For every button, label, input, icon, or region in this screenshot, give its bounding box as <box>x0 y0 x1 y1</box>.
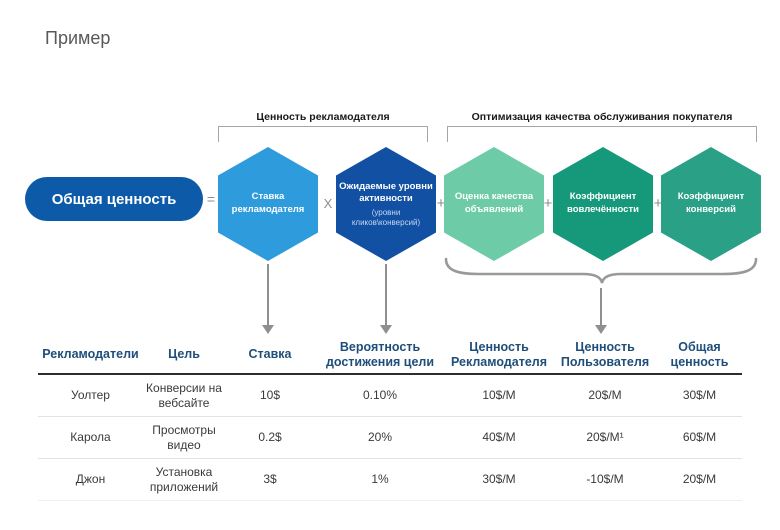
arrow-head <box>262 325 274 334</box>
arrow-head <box>595 325 607 334</box>
cell-user-value: -10$/M <box>586 472 624 486</box>
hexagon-expected-activity: Ожидаемые уровни активности (уровни клик… <box>336 147 436 261</box>
table-row: Джон Установка приложений 3$ 1% 30$/M -1… <box>38 459 742 501</box>
cell-advertiser-value: 40$/M <box>482 430 516 444</box>
hexagon-label: Коэффициент конверсий <box>677 191 745 215</box>
cell-probability: 1% <box>371 472 389 486</box>
hexagon-ad-quality: Оценка качества объявлений <box>444 147 544 261</box>
cell-advertiser: Карола <box>70 430 111 444</box>
down-arrow-bid <box>262 264 274 334</box>
example-table: Рекламодатели Цель Ставка Вероятность до… <box>38 338 742 501</box>
cell-bid: 10$ <box>259 388 281 402</box>
curly-brace <box>444 257 758 284</box>
total-value-label: Общая ценность <box>51 190 177 208</box>
cell-bid: 3$ <box>263 472 277 486</box>
col-header-total-value: Общая ценность <box>670 339 729 369</box>
cell-probability: 20% <box>367 430 393 444</box>
cell-probability: 0.10% <box>362 388 398 402</box>
bracket-line <box>447 126 757 142</box>
bracket-line <box>218 126 428 142</box>
bracket-customer-quality-label: Оптимизация качества обслуживания покупа… <box>471 111 733 123</box>
total-value-pill: Общая ценность <box>25 177 203 221</box>
cell-user-value: 20$/M¹ <box>586 430 624 444</box>
cell-bid: 0.2$ <box>258 430 282 444</box>
hexagon-label: Ставка рекламодателя <box>231 191 305 215</box>
plus-sign: + <box>436 195 446 212</box>
col-header-goal: Цель <box>168 347 200 361</box>
cell-total-value: 60$/M <box>682 430 717 444</box>
cell-goal: Конверсии на вебсайте <box>146 380 222 410</box>
table-header-row: Рекламодатели Цель Ставка Вероятность до… <box>38 338 742 375</box>
hexagon-label: Коэффициент вовлечённости <box>567 191 639 215</box>
arrow-shaft <box>267 264 269 326</box>
hexagon-conversion-rate: Коэффициент конверсий <box>661 147 761 261</box>
col-header-user-value: Ценность Пользователя <box>560 339 650 369</box>
page-title: Пример <box>45 28 111 48</box>
down-arrow-user-value <box>595 288 607 334</box>
hexagon-sublabel: (уровни кликов\конверсий) <box>351 208 421 227</box>
bracket-customer-quality: Оптимизация качества обслуживания покупа… <box>447 111 757 142</box>
plus-sign: + <box>653 195 663 212</box>
multiply-sign: X <box>323 196 333 211</box>
bracket-advertiser-value-label: Ценность рекламодателя <box>256 111 390 123</box>
arrow-head <box>380 325 392 334</box>
hexagon-advertiser-bid: Ставка рекламодателя <box>218 147 318 261</box>
hexagon-label: Оценка качества объявлений <box>454 191 534 215</box>
col-header-advertisers: Рекламодатели <box>42 347 139 361</box>
arrow-shaft <box>385 264 387 326</box>
hexagon-engagement-rate: Коэффициент вовлечённости <box>553 147 653 261</box>
cell-total-value: 20$/M <box>682 472 717 486</box>
hexagon-label: Ожидаемые уровни активности <box>339 180 433 205</box>
equals-sign: = <box>206 191 216 207</box>
cell-advertiser: Джон <box>75 472 106 486</box>
cell-goal: Установка приложений <box>149 464 219 494</box>
cell-user-value: 20$/M <box>588 388 622 402</box>
col-header-probability: Вероятность достижения цели <box>325 339 435 369</box>
plus-sign: + <box>543 195 553 212</box>
table-row: Уолтер Конверсии на вебсайте 10$ 0.10% 1… <box>38 375 742 417</box>
cell-advertiser-value: 30$/M <box>482 472 516 486</box>
arrow-shaft <box>600 288 602 326</box>
cell-total-value: 30$/M <box>682 388 717 402</box>
bracket-advertiser-value: Ценность рекламодателя <box>218 111 428 142</box>
cell-advertiser: Уолтер <box>71 388 110 402</box>
cell-goal: Просмотры видео <box>152 422 216 452</box>
cell-advertiser-value: 10$/M <box>482 388 516 402</box>
table-row: Карола Просмотры видео 0.2$ 20% 40$/M 20… <box>38 417 742 459</box>
col-header-advertiser-value: Ценность Рекламодателя <box>450 339 548 369</box>
down-arrow-probability <box>380 264 392 334</box>
col-header-bid: Ставка <box>248 347 292 361</box>
